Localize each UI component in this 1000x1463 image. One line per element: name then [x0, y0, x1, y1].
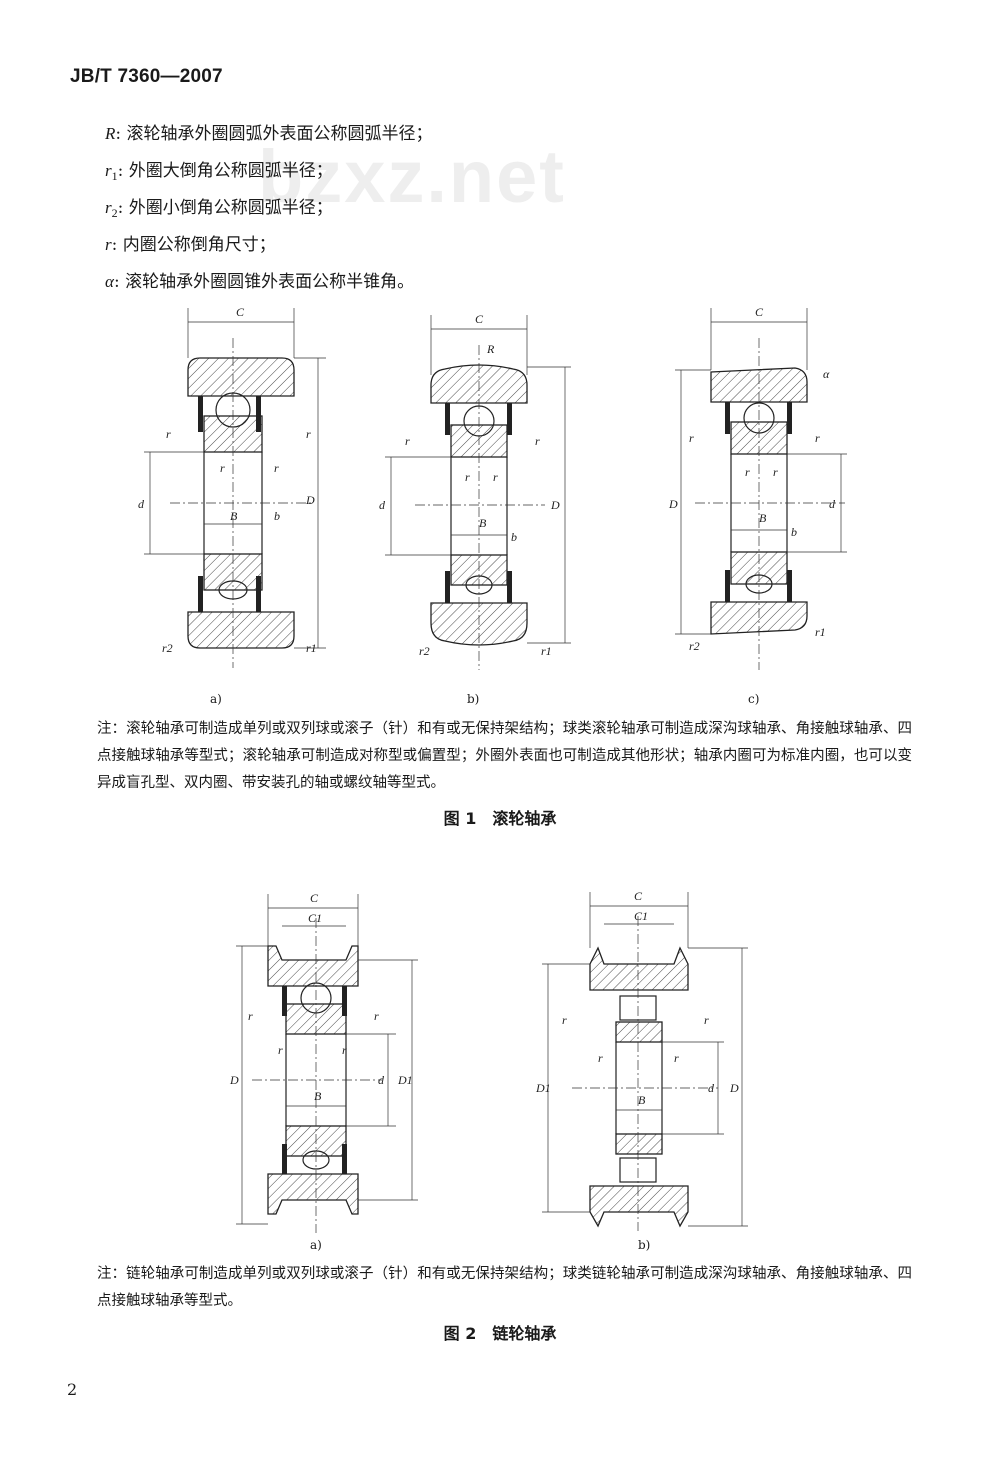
dim-r: r — [704, 1013, 709, 1027]
dim-D: D — [550, 498, 560, 512]
watermark: bzxz.net — [258, 135, 566, 218]
figure2-panel-a-label: a) — [310, 1238, 322, 1252]
dim-r: r — [274, 461, 279, 475]
dim-r: r — [815, 431, 820, 445]
figure1-panel-b-drawing: C R d D r r r r B b r2 r1 — [379, 312, 571, 670]
dim-b: b — [274, 509, 280, 523]
dim-r: r — [598, 1051, 603, 1065]
figure2-panel-a-drawing: C C1 D d D1 r r r r B — [229, 891, 418, 1233]
dim-r: r — [535, 434, 540, 448]
dim-D1: D1 — [535, 1081, 551, 1095]
definition-symbol: r — [105, 198, 112, 217]
definition-text: 外圈大倒角公称圆弧半径； — [128, 161, 333, 181]
dim-d: d — [708, 1081, 715, 1095]
dim-r: r — [745, 465, 750, 479]
figure1-note: 注：滚轮轴承可制造成单列或双列球或滚子（针）和有或无保持架结构；球类滚轮轴承可制… — [97, 721, 912, 791]
dim-α: α — [823, 367, 830, 381]
dim-D1: D1 — [397, 1073, 413, 1087]
symbol-definitions: R: 滚轮轴承外圈圆弧外表面公称圆弧半径； r1: 外圈大倒角公称圆弧半径； r… — [105, 118, 433, 303]
dim-d: d — [829, 497, 836, 511]
dim-b: b — [511, 530, 517, 544]
dim-C: C — [236, 305, 245, 319]
dim-d: d — [378, 1073, 385, 1087]
dim-r: r — [166, 427, 171, 441]
definition-symbol: α — [105, 272, 114, 291]
definition-text: 外圈小倒角公称圆弧半径； — [128, 198, 333, 218]
dim-b: b — [791, 525, 797, 539]
definition-symbol: R — [105, 124, 116, 143]
dim-r: r — [306, 427, 311, 441]
figure2-caption: 图 2 链轮轴承 — [443, 1324, 557, 1343]
figure2-panel-b-label: b) — [638, 1238, 651, 1252]
dim-r: r — [220, 461, 225, 475]
standard-id: JB/T 7360—2007 — [70, 66, 223, 87]
figure1-caption: 图 1 滚轮轴承 — [443, 809, 557, 828]
definition-text: 内圈公称倒角尺寸； — [122, 235, 276, 255]
dim-r: r — [562, 1013, 567, 1027]
definition-subscript: 1 — [111, 169, 118, 183]
figure1-panel-b-label: b) — [467, 692, 480, 706]
dim-r: r — [278, 1043, 283, 1057]
dim-d: d — [379, 498, 386, 512]
dim-C: C — [310, 891, 319, 905]
figure1-panel-c-label: c) — [748, 692, 760, 706]
definition-subscript: 2 — [111, 206, 118, 220]
dim-B: B — [638, 1093, 646, 1107]
definition-row: R: 滚轮轴承外圈圆弧外表面公称圆弧半径； — [105, 124, 433, 144]
dim-r1: r1 — [815, 625, 826, 639]
dim-C: C — [634, 889, 643, 903]
dim-D: D — [668, 497, 678, 511]
dim-r: r — [689, 431, 694, 445]
figure2-panel-b-drawing: C C1 D1 d D r r r r B — [535, 889, 748, 1231]
dim-r2: r2 — [419, 644, 430, 658]
dim-r: r — [248, 1009, 253, 1023]
dim-D: D — [229, 1073, 239, 1087]
definition-row: α: 滚轮轴承外圈圆锥外表面公称半锥角。 — [105, 272, 415, 292]
dim-r2: r2 — [689, 639, 700, 653]
definition-text: 滚轮轴承外圈圆弧外表面公称圆弧半径； — [126, 124, 433, 144]
dim-R: R — [486, 342, 495, 356]
dim-C1: C1 — [308, 911, 322, 925]
page-number: 2 — [67, 1380, 78, 1399]
definition-text: 滚轮轴承外圈圆锥外表面公称半锥角。 — [125, 272, 415, 292]
definition-symbol: r — [105, 161, 112, 180]
dim-r: r — [493, 470, 498, 484]
definition-symbol: r — [105, 235, 112, 254]
dim-C1: C1 — [634, 909, 648, 923]
figure1-panel-a-drawing: C d D r r r r B b r2 r1 — [138, 305, 326, 668]
dim-C: C — [475, 312, 484, 326]
definition-row: r2: 外圈小倒角公称圆弧半径； — [105, 198, 333, 220]
figure1-panel-c-drawing: C α D d r r r r B b r2 r1 — [668, 305, 847, 670]
definition-row: r1: 外圈大倒角公称圆弧半径； — [105, 161, 333, 183]
dim-r: r — [405, 434, 410, 448]
figure1-panel-a-label: a) — [210, 692, 222, 706]
dim-r: r — [773, 465, 778, 479]
dim-r: r — [342, 1043, 347, 1057]
dim-r1: r1 — [306, 641, 317, 655]
dim-r2: r2 — [162, 641, 173, 655]
dim-r: r — [674, 1051, 679, 1065]
dim-B: B — [314, 1089, 322, 1103]
definition-row: r: 内圈公称倒角尺寸； — [105, 235, 276, 255]
dim-D: D — [305, 493, 315, 507]
dim-r1: r1 — [541, 644, 552, 658]
figure2-note: 注：链轮轴承可制造成单列或双列球或滚子（针）和有或无保持架结构；球类链轮轴承可制… — [97, 1266, 912, 1309]
dim-C: C — [755, 305, 764, 319]
dim-D: D — [729, 1081, 739, 1095]
dim-B: B — [759, 511, 767, 525]
dim-r: r — [374, 1009, 379, 1023]
dim-B: B — [479, 516, 487, 530]
dim-d: d — [138, 497, 145, 511]
dim-B: B — [230, 509, 238, 523]
dim-r: r — [465, 470, 470, 484]
